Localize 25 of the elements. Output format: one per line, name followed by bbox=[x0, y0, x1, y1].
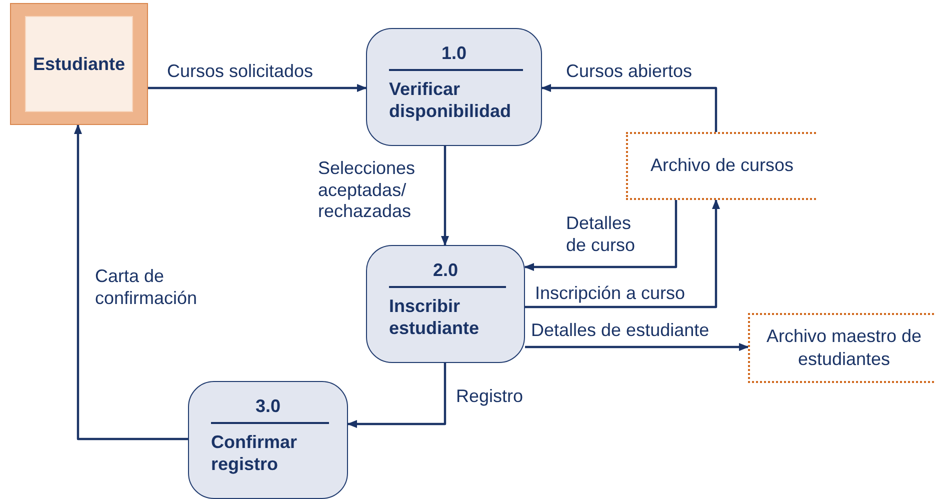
process-name: Verificar disponibilidad bbox=[389, 79, 512, 122]
store-name: Archivo maestro de estudiantes bbox=[765, 324, 923, 371]
data-flow-arrow bbox=[541, 84, 718, 132]
edge-label: Inscripción a curso bbox=[535, 283, 686, 305]
data-flow-arrow bbox=[524, 200, 678, 271]
data-flow-arrow bbox=[148, 84, 367, 92]
process-box bbox=[366, 245, 525, 363]
data-flow-arrow bbox=[525, 199, 720, 308]
edge-label: Registro bbox=[456, 386, 524, 408]
entity-name: Estudiante bbox=[32, 54, 125, 74]
data-flow-arrow bbox=[441, 146, 449, 246]
process-box bbox=[366, 28, 542, 146]
process-name: Confirmar registro bbox=[211, 432, 298, 476]
process-number: 2.0 bbox=[432, 260, 460, 281]
data-flow-arrow bbox=[74, 124, 188, 440]
process-number: 3.0 bbox=[254, 396, 282, 417]
data-flow-arrow bbox=[347, 363, 446, 428]
data-store bbox=[626, 132, 816, 200]
data-store bbox=[748, 313, 935, 383]
process-number: 1.0 bbox=[440, 43, 468, 64]
data-flow-arrow bbox=[525, 343, 749, 351]
process-box bbox=[188, 381, 348, 499]
external-entity-box bbox=[10, 3, 148, 125]
store-name: Archivo de cursos bbox=[649, 154, 795, 178]
process-name: Inscribir estudiante bbox=[389, 296, 480, 340]
